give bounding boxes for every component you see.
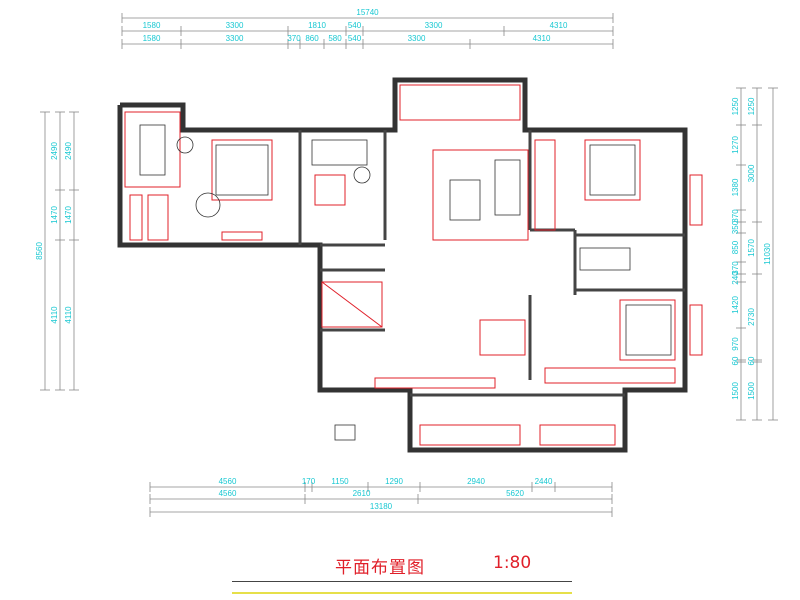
dimension-label: 3300 (425, 21, 443, 30)
dimension-lines: 15740 1580 3300 1810 540 3300 4310 1580 3300 370 8… (35, 8, 778, 517)
dimension-label: 1470 (64, 206, 73, 224)
dimension-label: 1250 (747, 97, 756, 115)
dimension-label: 1150 (331, 477, 349, 486)
dimension-label: 2940 (467, 477, 485, 486)
dimension-label: 1580 (143, 21, 161, 30)
dimension-label: 860 (305, 34, 319, 43)
dimension-label: 60 (731, 356, 740, 365)
dimension-label: 5620 (506, 489, 524, 498)
dimension-label: 3000 (747, 164, 756, 182)
dimension-label: 350 (731, 220, 740, 234)
dimension-label: 13180 (370, 502, 393, 511)
dimension-label: 370 (287, 34, 301, 43)
dimension-label: 4310 (533, 34, 551, 43)
dimension-label: 2490 (64, 142, 73, 160)
dimension-label: 970 (731, 337, 740, 351)
furniture (124, 84, 703, 446)
dimension-label: 15740 (356, 8, 379, 17)
dimension-label: 1290 (385, 477, 403, 486)
dimension-label: 3300 (226, 34, 244, 43)
dimension-label: 370 (731, 261, 740, 275)
dimension-label: 3300 (408, 34, 426, 43)
walls (117, 77, 688, 453)
dimension-label: 240 (731, 271, 740, 285)
dimension-label: 1570 (747, 239, 756, 257)
dimension-label: 580 (328, 34, 342, 43)
dimension-label: 4560 (219, 477, 237, 486)
dimension-label: 2610 (353, 489, 371, 498)
dimension-label: 4110 (50, 306, 59, 324)
dimension-label: 1470 (50, 206, 59, 224)
dimension-label: 4110 (64, 306, 73, 324)
dimension-label: 1380 (731, 178, 740, 196)
drawing-title: 平面布置图 (335, 558, 425, 578)
dimension-label: 8560 (35, 242, 44, 260)
dimension-label: 170 (302, 477, 316, 486)
dimension-label: 4310 (550, 21, 568, 30)
dimension-label: 850 (731, 240, 740, 254)
dimension-label: 1250 (731, 97, 740, 115)
dimension-label: 1500 (731, 382, 740, 400)
dimension-label: 11030 (763, 243, 772, 265)
dimension-label: 2490 (50, 142, 59, 160)
dimension-label: 4560 (219, 489, 237, 498)
title-underline-yellow (232, 592, 572, 594)
dimension-label: 1420 (731, 296, 740, 314)
dimension-label: 540 (348, 34, 362, 43)
title-underline (232, 581, 572, 582)
dimension-label: 370 (731, 209, 740, 223)
dimension-label: 1270 (731, 136, 740, 154)
drawing-scale: 1:80 (493, 553, 532, 573)
dimension-label: 1580 (143, 34, 161, 43)
dimension-label: 3300 (226, 21, 244, 30)
dimension-label: 1810 (308, 21, 326, 30)
dimension-label: 540 (348, 21, 362, 30)
dimension-label: 1500 (747, 382, 756, 400)
dimension-label: 2730 (747, 308, 756, 326)
dimension-label: 2440 (535, 477, 553, 486)
dimension-label: 60 (747, 356, 756, 365)
